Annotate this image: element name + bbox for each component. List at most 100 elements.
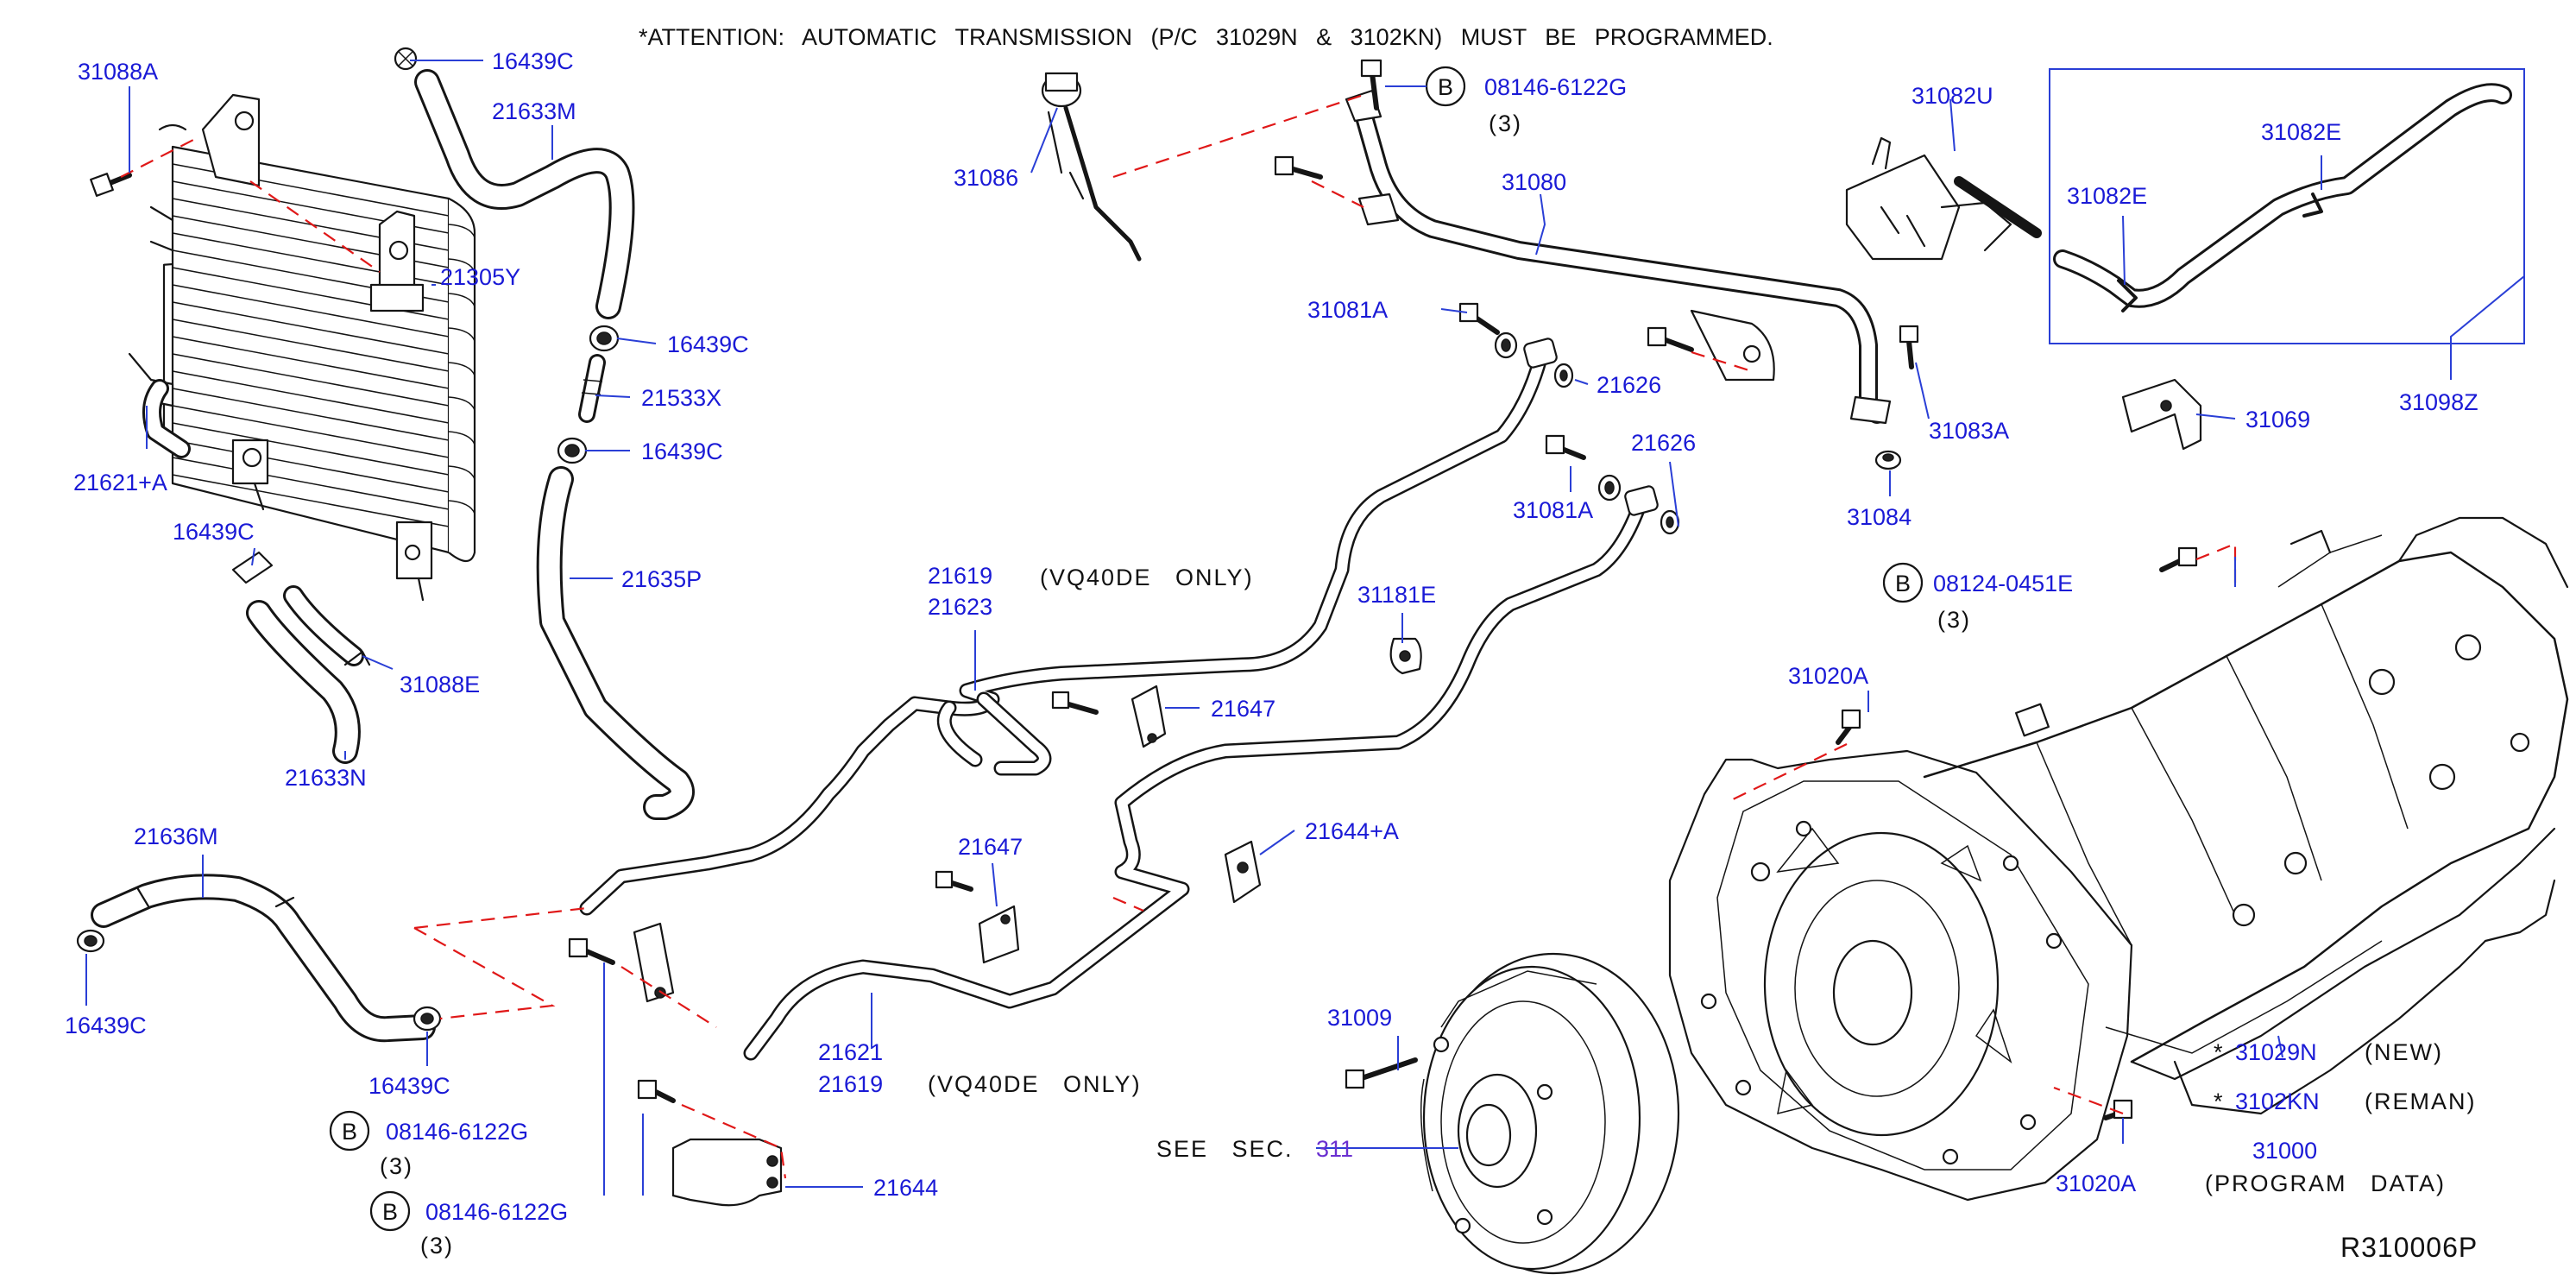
label-21635P: 21635P [621, 566, 702, 592]
cooler-line-lower [743, 497, 1647, 1061]
hose-21636M [91, 874, 436, 1043]
label-31088A: 31088A [78, 59, 158, 85]
bracket-21644-mid [568, 922, 675, 1003]
label-31098Z: 31098Z [2399, 389, 2478, 415]
clamp-16439C-left [76, 929, 105, 953]
bolt-quantity: (3) [420, 1233, 454, 1259]
label-31082E: 31082E [2261, 119, 2341, 145]
label-21626: 21626 [1631, 430, 1696, 456]
bolt-filler-mid [1647, 326, 1694, 352]
label-31082E: 31082E [2067, 183, 2147, 209]
bracket-31069 [2121, 378, 2202, 451]
label-31081A: 31081A [1513, 497, 1593, 523]
bracket-21644A [1224, 840, 1262, 904]
bolt-callout-bottom-1: B 08146-6122G (3) [329, 1110, 528, 1179]
label-21305Y: 21305Y [440, 264, 520, 290]
label-16439C: 16439C [492, 48, 574, 74]
label-31083A: 31083A [1929, 418, 2009, 444]
clamp-16439C-top [394, 47, 418, 71]
legend-mark: * [2214, 1089, 2225, 1114]
bolt-callout-top: B 08146-6122G (3) [1385, 66, 1627, 136]
attention-note: *ATTENTION: AUTOMATIC TRANSMISSION (P/C … [639, 24, 1773, 50]
label-31080: 31080 [1502, 169, 1566, 195]
bolt-callout-bottom-2: B 08146-6122G (3) [369, 1190, 568, 1259]
see-sec-label: SEE SEC. [1156, 1136, 1294, 1162]
legend-note: (PROGRAM DATA) [2205, 1171, 2446, 1196]
automatic-transmission [1668, 516, 2569, 1202]
legend-note: (REMAN) [2365, 1089, 2477, 1114]
label-21626: 21626 [1597, 372, 1661, 398]
label-31181E: 31181E [1357, 582, 1436, 608]
label-16439C: 16439C [65, 1013, 147, 1038]
diagram-reference: R310006P [2340, 1232, 2478, 1263]
see-sec-number: 311 [1316, 1136, 1353, 1162]
bolt-31088A [90, 173, 132, 197]
union-fittings [1523, 338, 1659, 516]
transmission-legend: * 31029N (NEW) * 3102KN (REMAN) 31000 (P… [2205, 1039, 2477, 1196]
label-21633N: 21633N [285, 765, 367, 791]
legend-part: 31000 [2252, 1138, 2317, 1164]
clamp-16439C-small [231, 551, 274, 584]
legend-mark: * [2214, 1039, 2225, 1065]
label-31069: 31069 [2245, 407, 2310, 432]
label-16439C: 16439C [667, 331, 749, 357]
bolt-part-number: 08124-0451E [1933, 571, 2073, 596]
bolt-callout-marker: B [342, 1119, 359, 1145]
bracket-21647-lower [935, 870, 1020, 964]
label-vq40de-only: (VQ40DE ONLY) [1040, 565, 1254, 590]
bolt-08124-0451E [2159, 546, 2198, 572]
cooler-line-upper [579, 350, 1548, 916]
bolt-part-number: 08146-6122G [425, 1199, 568, 1225]
bolt-part-number: 08146-6122G [386, 1119, 528, 1145]
label-31086: 31086 [954, 165, 1018, 191]
label-21633M: 21633M [492, 98, 576, 124]
bracket-31082U [1845, 136, 2042, 261]
bracket-21644 [637, 1079, 783, 1207]
label-31081A: 31081A [1307, 297, 1388, 323]
bolt-quantity: (3) [1489, 110, 1522, 136]
bolt-31020A-top [1836, 709, 1861, 745]
connector-21533X [578, 354, 606, 423]
label-16439C: 16439C [173, 519, 255, 545]
label-31082U: 31082U [1912, 83, 1993, 109]
legend-part: 3102KN [2235, 1089, 2320, 1114]
bolt-quantity: (3) [380, 1153, 413, 1179]
bolt-callout-marker: B [1895, 571, 1912, 596]
label-21623: 21623 [928, 594, 992, 620]
label-21619: 21619 [928, 563, 992, 589]
clamp-16439C-right [413, 1006, 442, 1032]
label-21647: 21647 [958, 834, 1023, 860]
label-21533X: 21533X [641, 385, 721, 411]
bolt-callout-right: B 08124-0451E (3) [1882, 562, 2073, 633]
label-31084: 31084 [1847, 504, 1912, 530]
bolt-filler-left [1274, 155, 1323, 180]
label-21644-A: 21644+A [1305, 818, 1399, 844]
torque-converter [1345, 952, 1680, 1275]
label-31088E: 31088E [400, 672, 480, 697]
label-31020A: 31020A [1788, 663, 1868, 689]
filler-tube-31080 [1345, 89, 1892, 425]
bolt-part-number: 08146-6122G [1484, 74, 1627, 100]
grommet-31084 [1874, 450, 1902, 470]
legend-part: 31029N [2235, 1039, 2317, 1065]
label-16439C: 16439C [368, 1073, 450, 1099]
label-vq40de-only: (VQ40DE ONLY) [928, 1071, 1142, 1097]
label-16439C: 16439C [641, 439, 723, 464]
label-21644: 21644 [873, 1175, 938, 1201]
label-31009: 31009 [1327, 1005, 1392, 1031]
hose-21633M [414, 69, 635, 319]
label-31020A: 31020A [2056, 1171, 2136, 1196]
washers-21626 [1494, 331, 1680, 535]
part-labels: 31088A 16439C 21633M 21305Y 16439C 21533… [65, 48, 2478, 1201]
clamp-16439C-upper [589, 325, 620, 352]
bolt-quantity: (3) [1937, 607, 1971, 633]
bolt-callout-marker: B [1438, 74, 1455, 100]
bolt-31083A [1899, 325, 1919, 369]
label-21621-A: 21621+A [73, 470, 167, 495]
detail-frame-31098Z [2049, 68, 2525, 344]
label-21647: 21647 [1211, 696, 1275, 722]
label-21636M: 21636M [134, 824, 218, 849]
see-section-reference: SEE SEC. 311 [1156, 1136, 1353, 1162]
leader-lines [85, 60, 2525, 1196]
